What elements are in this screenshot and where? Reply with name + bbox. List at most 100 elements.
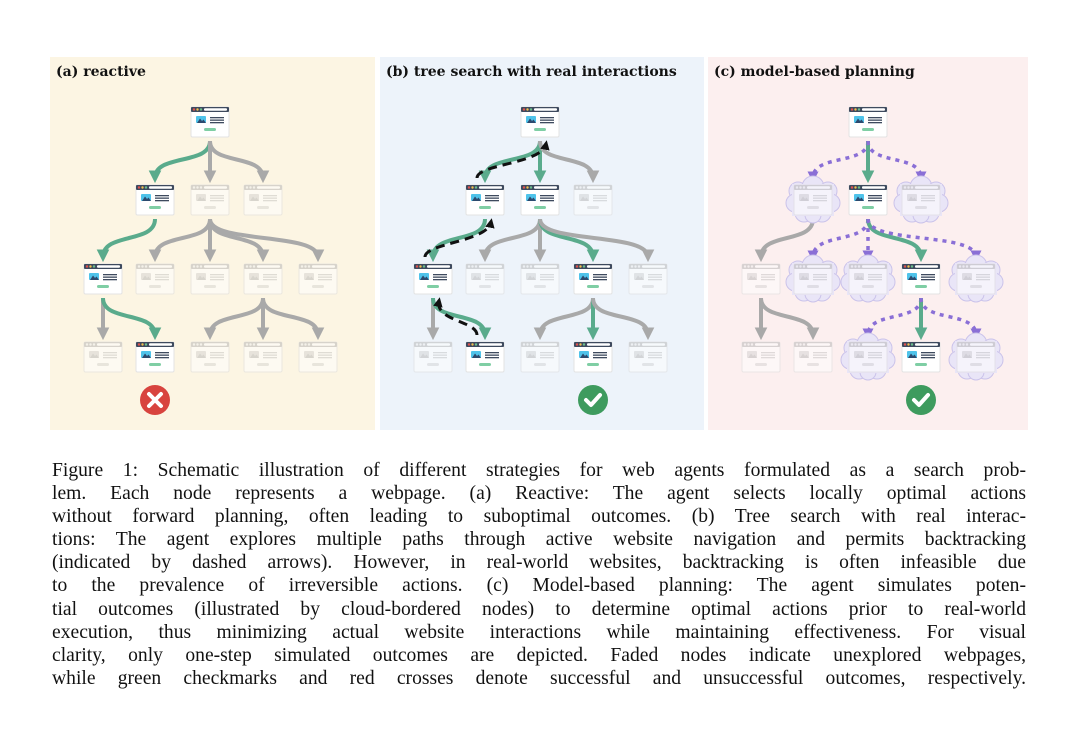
mountain-icon <box>855 196 864 201</box>
window-dot-icon <box>199 186 203 189</box>
window-dot-icon <box>199 343 203 346</box>
window-dot-icon <box>249 265 252 268</box>
check-mark <box>584 393 602 407</box>
button-shape <box>257 206 269 209</box>
address-bar <box>479 343 502 346</box>
text-line <box>813 352 827 354</box>
text-line <box>868 357 882 359</box>
text-line <box>155 274 169 276</box>
caption-line: to the prevalence of irreversible action… <box>52 575 1026 597</box>
webpage-icon <box>520 341 560 373</box>
mountain-icon <box>420 353 429 358</box>
address-bar <box>807 265 830 268</box>
webpage-node-active <box>190 106 230 138</box>
simulated-edge-arrow <box>866 140 927 183</box>
button-shape <box>862 128 874 131</box>
text-line <box>103 357 117 359</box>
window-dot-icon <box>196 343 199 346</box>
text-line <box>263 279 277 281</box>
text-line <box>868 276 882 278</box>
button-shape <box>257 363 269 366</box>
address-bar <box>97 343 120 346</box>
simulated-edge-arrow <box>807 218 870 262</box>
mountain-icon <box>197 275 206 280</box>
text-line <box>813 200 827 202</box>
text-line <box>648 276 662 278</box>
text-line <box>921 200 935 202</box>
webpage-node-unexplored <box>243 263 283 295</box>
text-line <box>976 352 990 354</box>
button-shape <box>755 285 767 288</box>
window-dot-icon <box>857 108 861 111</box>
address-bar <box>534 108 557 111</box>
webpage-icon <box>628 341 668 373</box>
text-line <box>976 274 990 276</box>
window-dot-icon <box>471 186 474 189</box>
window-dot-icon <box>795 343 799 346</box>
webpage-icon <box>298 341 338 373</box>
mountain-icon <box>800 196 809 201</box>
mountain-icon <box>472 353 481 358</box>
window-dot-icon <box>474 265 478 268</box>
mountain-icon <box>635 353 644 358</box>
text-line <box>868 117 882 119</box>
mountain-icon <box>855 275 864 280</box>
webpage-node-simulated <box>840 332 896 381</box>
text-line <box>433 357 447 359</box>
window-dot-icon <box>634 343 637 346</box>
text-line <box>921 279 935 281</box>
button-shape <box>807 363 819 366</box>
text-line <box>868 352 882 354</box>
text-line <box>813 197 827 199</box>
button-shape <box>534 363 546 366</box>
window-dot-icon <box>252 265 256 268</box>
window-dot-icon <box>634 265 637 268</box>
text-line <box>868 197 882 199</box>
button-shape <box>479 363 491 366</box>
gray-edge-arrow <box>754 218 815 263</box>
webpage-node-active <box>83 263 123 295</box>
window-dot-icon <box>471 265 474 268</box>
mountain-icon <box>250 196 259 201</box>
text-line <box>210 200 224 202</box>
text-line <box>155 195 169 197</box>
button-shape <box>915 206 927 209</box>
gray-edge-arrow <box>203 297 265 341</box>
mountain-icon <box>855 118 864 123</box>
address-bar <box>204 265 227 268</box>
text-line <box>540 354 554 356</box>
window-dot-icon <box>192 186 196 189</box>
address-bar <box>915 265 938 268</box>
green-edge-arrow <box>426 218 487 263</box>
tree-diagram <box>413 106 668 415</box>
window-dot-icon <box>89 265 92 268</box>
text-line <box>103 276 117 278</box>
text-line <box>433 352 447 354</box>
address-bar <box>312 265 335 268</box>
button-shape <box>915 285 927 288</box>
window-dot-icon <box>910 343 914 346</box>
window-dot-icon <box>637 343 641 346</box>
window-dot-icon <box>199 265 203 268</box>
text-line <box>761 279 775 281</box>
window-dot-icon <box>795 265 799 268</box>
button-shape <box>915 363 927 366</box>
webpage-icon <box>135 184 175 216</box>
panel-title: (c) model-based planning <box>714 64 915 80</box>
window-dot-icon <box>747 265 750 268</box>
window-dot-icon <box>245 343 249 346</box>
webpage-icon <box>573 184 613 216</box>
address-bar <box>149 265 172 268</box>
window-dot-icon <box>854 108 857 111</box>
text-line <box>813 276 827 278</box>
mountain-icon <box>963 353 972 358</box>
webpage-icon <box>628 263 668 295</box>
webpage-node-simulated <box>948 332 1004 381</box>
webpage-node-active <box>413 263 453 295</box>
address-bar <box>149 186 172 189</box>
webpage-node-unexplored <box>465 263 505 295</box>
button-shape <box>312 363 324 366</box>
text-line <box>433 354 447 356</box>
window-dot-icon <box>529 186 533 189</box>
window-dot-icon <box>474 343 478 346</box>
